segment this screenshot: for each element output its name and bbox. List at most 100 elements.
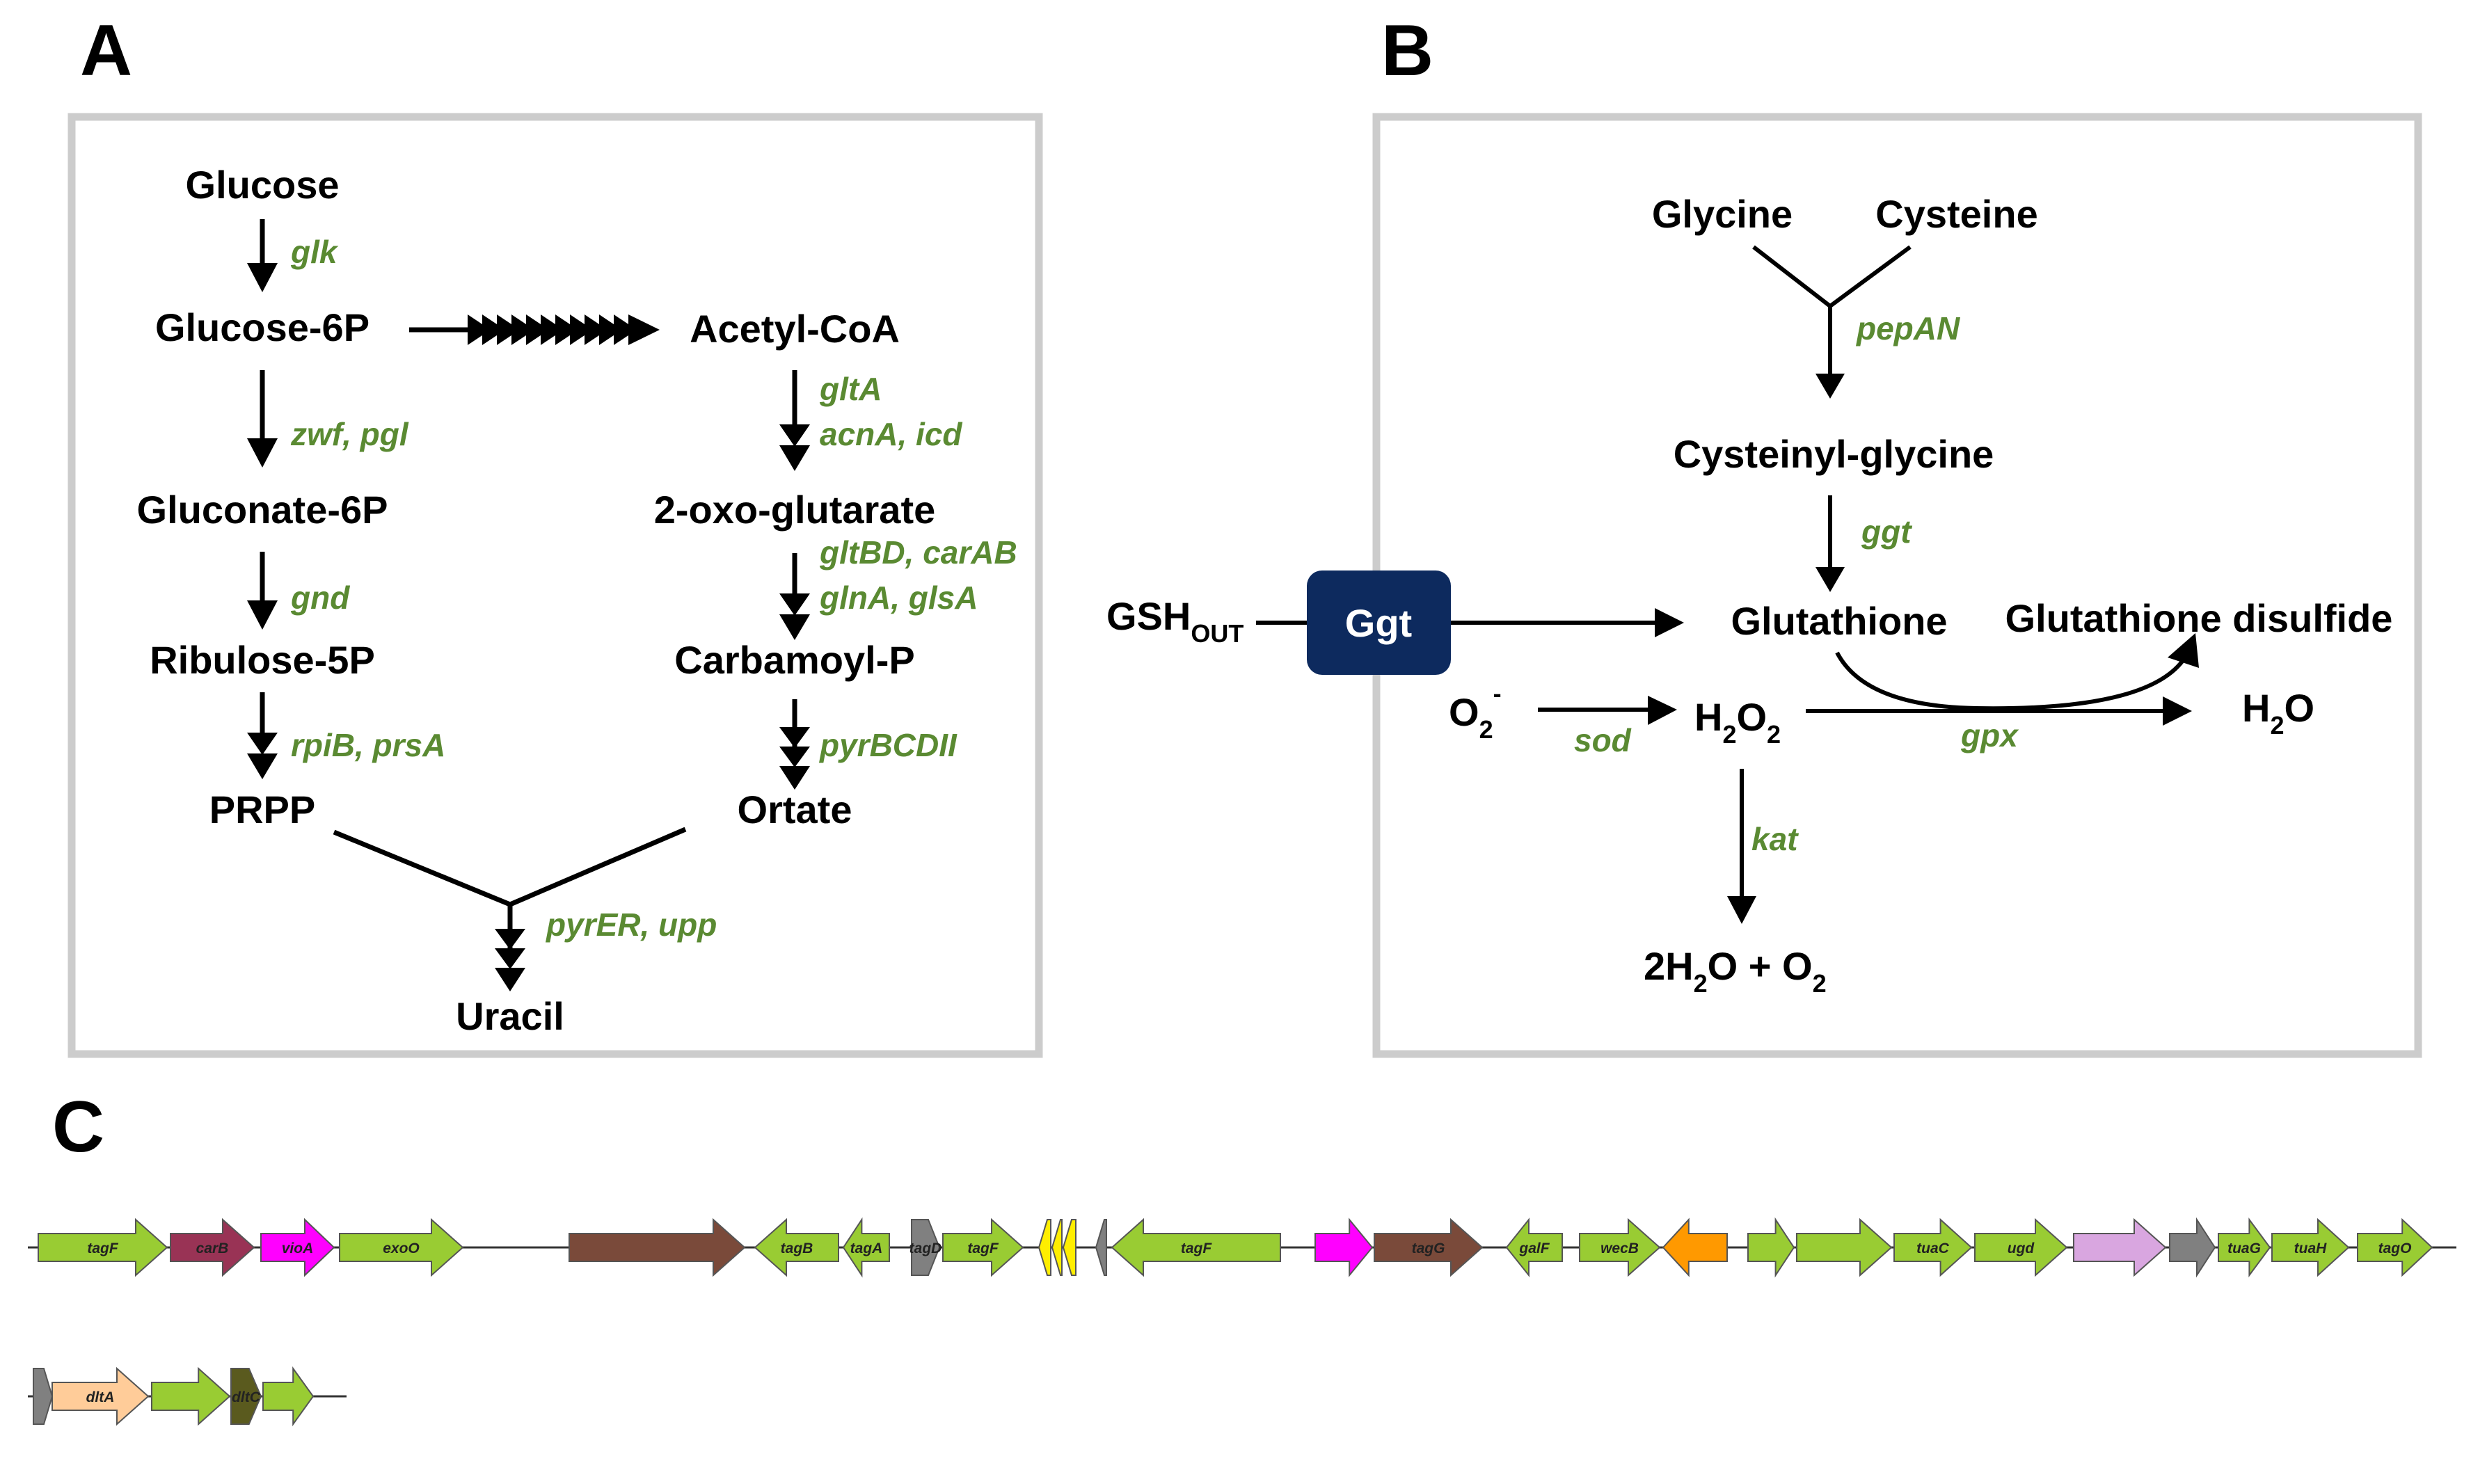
gene-ggt: ggt [1861, 513, 1912, 550]
node-glycine: Glycine [1652, 192, 1793, 236]
gene-arrow [2073, 1218, 2167, 1277]
gene-gnd: gnd [290, 580, 350, 616]
gene-arrow [1314, 1218, 1374, 1277]
gene-label-tuaG: tuaG [2227, 1240, 2261, 1256]
gene-arrow [262, 1366, 315, 1427]
gene-pepan: pepAN [1855, 310, 1960, 346]
node-superoxide: O2- [1449, 679, 1502, 744]
gene-gpx: gpx [1960, 717, 2019, 753]
node-h2o2: H2O2 [1694, 695, 1781, 749]
gene-label-tagD: tagD [909, 1240, 942, 1256]
gene-label-tagF: tagF [1181, 1240, 1213, 1256]
node-cysteinyl-glycine: Cysteinyl-glycine [1674, 432, 1994, 476]
node-prpp: PRPP [209, 788, 316, 831]
gene-label-carB: carB [196, 1240, 229, 1256]
panel-c-label: C [52, 1087, 104, 1167]
gene-acna-icd: acnA, icd [820, 416, 962, 452]
gene-glta: gltA [819, 371, 882, 407]
gene-arrow-dltC [230, 1368, 262, 1425]
node-acetyl-coa: Acetyl-CoA [690, 307, 900, 351]
ggt-label: Ggt [1345, 601, 1412, 645]
gene-arrow [151, 1366, 231, 1426]
gene-arrow-tagA [842, 1217, 890, 1278]
gene-arrow [569, 1218, 746, 1277]
gene-label-exoO: exoO [383, 1240, 420, 1256]
ggt-transporter: Ggt [1307, 571, 1451, 675]
gene-label-tuaC: tuaC [1916, 1240, 1950, 1256]
node-h2o: H2O [2242, 686, 2314, 740]
panel-b-arrows [1256, 245, 2199, 924]
gene-label-wecB: wecB [1600, 1240, 1639, 1256]
gene-cluster-row-1: tagF carB vioA exoO tagB tagA tagD tagF tagF tagG… [38, 1217, 2433, 1278]
gene-arrow [2169, 1217, 2216, 1278]
gene-label-ugd: ugd [2008, 1240, 2035, 1256]
gene-label-galF: galF [1518, 1240, 1550, 1256]
gene-arrow-tuaH [2271, 1218, 2350, 1277]
gene-arrow [33, 1368, 54, 1425]
gene-arrow [1038, 1219, 1051, 1276]
panel-b-label: B [1381, 10, 1433, 91]
gene-label-dltC: dltC [232, 1389, 261, 1405]
gene-arrow-tagG [1374, 1218, 1484, 1277]
gene-kat: kat [1751, 821, 1799, 857]
gene-glna-glsa: glnA, glsA [819, 580, 978, 616]
gene-zwf-pgl: zwf, pgl [290, 416, 409, 452]
ggt-box [1307, 571, 1451, 675]
gene-arrow-tagF [942, 1218, 1024, 1277]
node-glutathione-disulfide: Glutathione disulfide [2005, 596, 2393, 640]
gene-label-dltA: dltA [86, 1389, 115, 1405]
gene-cluster-row-2: dltA dltC [33, 1366, 315, 1427]
gene-arrow [1062, 1219, 1076, 1276]
gene-label-tagA: tagA [850, 1240, 883, 1256]
node-water-oxygen: 2H2O + O2 [1644, 944, 1827, 998]
gene-arrow-tagB [754, 1218, 839, 1277]
gene-arrow [1796, 1218, 1893, 1277]
node-glutathione: Glutathione [1731, 599, 1947, 643]
multistep-arrow [468, 314, 660, 345]
gene-pyrer-upp: pyrER, upp [545, 907, 717, 943]
gene-rpib-prsa: rpiB, prsA [291, 727, 445, 763]
gene-arrow-carB [170, 1218, 255, 1277]
gene-arrow-wecB [1579, 1218, 1661, 1277]
node-uracil: Uracil [456, 994, 564, 1038]
gene-arrow-tuaG [2218, 1217, 2271, 1278]
panel-a-frame [67, 113, 1043, 1058]
gene-arrow-tagF [38, 1218, 168, 1277]
node-ortate: Ortate [738, 788, 852, 831]
node-2-oxo-glutarate: 2-oxo-glutarate [654, 488, 936, 532]
gene-sod: sod [1574, 722, 1632, 758]
node-ribulose-5p: Ribulose-5P [150, 638, 375, 682]
gene-arrow-tuaC [1893, 1218, 1973, 1277]
gene-label-tagB: tagB [781, 1240, 813, 1256]
gene-arrow [1662, 1218, 1728, 1277]
gene-label-vioA: vioA [282, 1240, 314, 1256]
gene-glk: glk [290, 234, 339, 270]
node-glucose-6p: Glucose-6P [155, 305, 370, 349]
panel-a: A Glucose Glucose-6P Acetyl-CoA Gluconat… [67, 10, 1043, 1058]
node-gluconate-6p: Gluconate-6P [137, 488, 388, 532]
gene-arrow-ugd [1974, 1218, 2068, 1277]
panel-a-label: A [80, 10, 132, 91]
gene-label-tuaH: tuaH [2294, 1240, 2328, 1256]
node-carbamoyl-p: Carbamoyl-P [674, 638, 914, 682]
gene-arrow-galF [1505, 1218, 1563, 1277]
gene-arrow [1095, 1219, 1107, 1276]
gene-arrow [1051, 1219, 1063, 1276]
gene-pyrbcdii: pyrBCDII [818, 727, 958, 763]
gene-arrow-vioA [260, 1218, 335, 1277]
gene-label-tagO: tagO [2378, 1240, 2412, 1256]
gene-gltbd-carab: gltBD, carAB [819, 534, 1017, 571]
gene-label-tagF: tagF [967, 1240, 999, 1256]
gene-arrow-tagD [911, 1219, 941, 1276]
panel-b: B Glycine Cysteine Cysteinyl-glycine Glu… [1106, 10, 2422, 1058]
gene-arrow-tagF [1111, 1218, 1281, 1277]
gene-label-tagF: tagF [87, 1240, 119, 1256]
gene-arrow-exoO [339, 1218, 464, 1277]
gene-label-tagG: tagG [1412, 1240, 1445, 1256]
gene-arrow-tagO [2357, 1218, 2433, 1277]
node-cysteine: Cysteine [1875, 192, 2037, 236]
node-gsh-out: GSHOUT [1106, 594, 1244, 648]
gene-arrow-dltA [51, 1366, 150, 1426]
